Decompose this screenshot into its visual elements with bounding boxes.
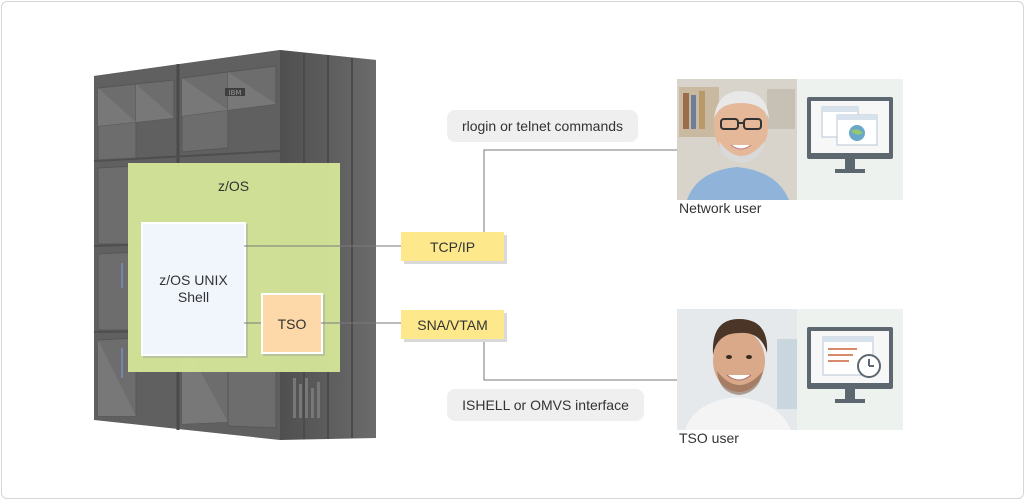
sna-vtam-box: SNA/VTAM (401, 310, 504, 339)
unix-shell-line1: z/OS UNIX (159, 272, 228, 288)
tso-box: TSO (261, 293, 323, 354)
ishell-label: ISHELL or OMVS interface (462, 397, 629, 413)
tso-user-label: TSO user (679, 430, 739, 446)
tso-user-photo (677, 309, 797, 430)
tso-user-panel (677, 309, 903, 430)
tso-box-label: TSO (277, 315, 307, 332)
sna-to-tso-user-line (483, 339, 677, 381)
tcpip-label: TCP/IP (429, 238, 476, 255)
tso-monitor-clock-icon (807, 327, 893, 403)
tcpip-box: TCP/IP (401, 232, 504, 261)
rlogin-label: rlogin or telnet commands (461, 118, 624, 134)
tcpip-to-network-user-line (483, 149, 677, 232)
network-user-photo (677, 79, 797, 200)
ibm-logo: IBM (229, 89, 242, 97)
network-user-label: Network user (679, 200, 762, 216)
ishell-note: ISHELL or OMVS interface (447, 389, 644, 421)
network-monitor-icon (807, 97, 893, 173)
unix-shell-line2: Shell (177, 289, 210, 305)
zos-label: z/OS (218, 178, 250, 194)
rlogin-note: rlogin or telnet commands (447, 110, 638, 142)
network-user-panel (677, 79, 903, 200)
sna-vtam-label: SNA/VTAM (417, 316, 488, 333)
zos-unix-shell-box: z/OS UNIX Shell (141, 222, 246, 356)
